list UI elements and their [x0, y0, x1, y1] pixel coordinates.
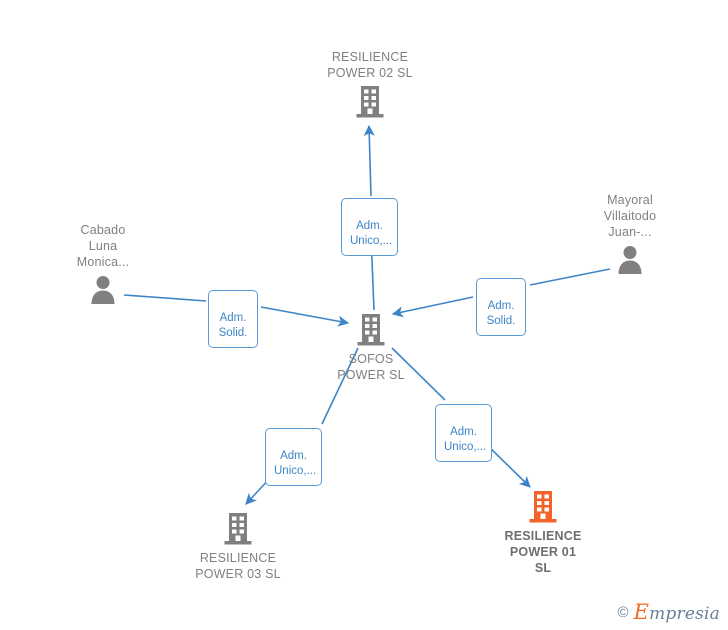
relation-label-mayoral[interactable]: Adm. Solid. — [476, 278, 526, 336]
relation-label-cabado[interactable]: Adm. Solid. — [208, 290, 258, 348]
edge-cabado-to-sofos — [123, 294, 350, 327]
node-person-mayoral-villaitodo-juan[interactable]: Mayoral Villaitodo Juan-... — [560, 192, 700, 274]
node-label: Mayoral Villaitodo Juan-... — [603, 193, 657, 239]
node-label: RESILIENCE POWER 03 SL — [195, 551, 281, 581]
relation-label-resilience01[interactable]: Adm. Unico,... — [435, 404, 492, 462]
relation-label-resilience03[interactable]: Adm. Unico,... — [265, 428, 322, 486]
node-resilience-power-03[interactable]: RESILIENCE POWER 03 SL — [168, 512, 308, 582]
building-icon — [168, 512, 308, 546]
node-person-cabado-luna-monica[interactable]: Cabado Luna Monica... — [33, 222, 173, 304]
building-icon — [473, 490, 613, 524]
relation-label-text: Adm. Solid. — [486, 300, 516, 327]
empresia-watermark: © Empresia — [617, 600, 720, 625]
node-label: RESILIENCE POWER 02 SL — [327, 50, 413, 80]
brand-initial: E — [633, 600, 650, 624]
edge-mayoral-to-sofos — [391, 268, 611, 318]
node-resilience-power-01[interactable]: RESILIENCE POWER 01 SL — [473, 490, 613, 576]
node-label: RESILIENCE POWER 01 SL — [504, 529, 582, 575]
node-resilience-power-02[interactable]: RESILIENCE POWER 02 SL — [300, 49, 440, 119]
building-icon — [301, 313, 441, 347]
person-icon — [560, 244, 700, 274]
relation-label-text: Adm. Unico,... — [350, 220, 393, 247]
building-icon — [300, 85, 440, 119]
relation-label-text: Adm. Unico,... — [274, 450, 317, 477]
brand-name: Empresia — [633, 600, 720, 625]
relation-label-resilience02[interactable]: Adm. Unico,... — [341, 198, 398, 256]
person-icon — [33, 274, 173, 304]
brand-rest: mpresia — [649, 604, 720, 624]
relation-label-text: Adm. Solid. — [218, 312, 248, 339]
copyright-icon: © — [617, 604, 629, 621]
node-sofos-power[interactable]: SOFOS POWER SL — [301, 313, 441, 383]
node-label: Cabado Luna Monica... — [76, 223, 130, 269]
node-label: SOFOS POWER SL — [337, 352, 405, 382]
relation-label-text: Adm. Unico,... — [444, 426, 487, 453]
